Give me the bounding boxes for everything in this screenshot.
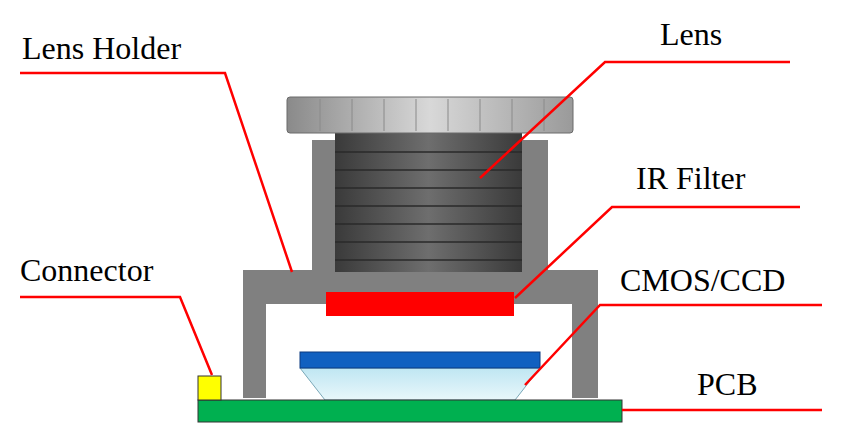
- knurl-line: [480, 99, 481, 131]
- thread-line: [335, 241, 522, 243]
- thread-line: [335, 169, 522, 171]
- part-label: Lens: [660, 16, 722, 52]
- connector-part: [198, 376, 221, 400]
- part-label: Lens Holder: [22, 30, 181, 66]
- knurl-line: [448, 99, 449, 131]
- part-label: PCB: [697, 366, 757, 402]
- leader-lines: [20, 62, 822, 410]
- knurl-line: [352, 99, 353, 131]
- pcb-board: [198, 400, 622, 422]
- knurl-line: [320, 99, 321, 131]
- thread-line: [335, 223, 522, 225]
- lens-cap: [287, 97, 573, 133]
- knurl-line: [544, 99, 545, 131]
- thread-line: [335, 205, 522, 207]
- part-label: CMOS/CCD: [620, 262, 785, 298]
- thread-line: [335, 187, 522, 189]
- thread-line: [335, 151, 522, 153]
- part-label: Connector: [20, 252, 153, 288]
- knurl-line: [512, 99, 513, 131]
- sensor: [300, 352, 540, 400]
- lens-barrel: [335, 133, 522, 272]
- knurl-line: [416, 99, 417, 131]
- part-label: IR Filter: [636, 160, 745, 196]
- knurl-line: [384, 99, 385, 131]
- ir-filter: [326, 292, 514, 316]
- thread-line: [335, 259, 522, 261]
